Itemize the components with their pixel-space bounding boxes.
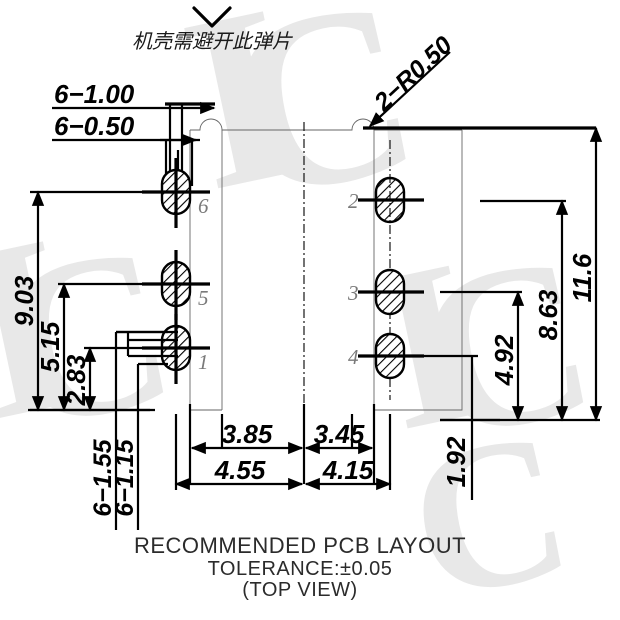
dim-4-15-label: 4.15 [322, 455, 374, 485]
pad-1 [142, 314, 210, 384]
dim-4-92: 4.92 [440, 290, 525, 422]
dim-1-92-label: 1.92 [441, 436, 471, 487]
dim-3-85-label: 3.85 [222, 419, 273, 449]
pad-3-label: 3 [347, 281, 359, 305]
dim-11-6-label: 11.6 [567, 253, 597, 302]
dim-8-63: 8.63 [480, 199, 569, 422]
pad-6-label: 6 [198, 194, 209, 218]
dim-4-55-label: 4.55 [214, 455, 266, 485]
dim-3-85: 3.85 [190, 419, 304, 455]
pad-4-label: 4 [348, 345, 359, 369]
pad-2-label: 2 [348, 189, 359, 213]
chinese-note: 机壳需避开此弹片 [132, 29, 293, 53]
dim-4-55: 4.55 [174, 455, 304, 491]
dim-3-45-label: 3.45 [314, 419, 365, 449]
dim-4-15: 4.15 [304, 455, 392, 491]
dim-11-6: 11.6 [567, 126, 603, 422]
dim-5-15: 5.15 [35, 282, 150, 412]
dim-6-1.55-label: 6−1.55 [89, 438, 117, 516]
svg-text:6−0.50: 6−0.50 [54, 111, 135, 141]
dim-6-1.55: 6−1.55 [89, 330, 168, 530]
pad-3 [358, 268, 424, 316]
dim-5-15-label: 5.15 [35, 321, 65, 372]
dim-2-83-label: 2.83 [61, 354, 91, 406]
pad-6 [142, 158, 210, 228]
pad-1-label: 1 [198, 350, 209, 374]
caption-title: RECOMMENDED PCB LAYOUT [134, 533, 466, 558]
dim-6-1.15-label: 6−1.15 [111, 438, 139, 516]
dim-9-03-label: 9.03 [9, 275, 39, 326]
caption-view: (TOP VIEW) [242, 579, 357, 601]
svg-text:6−1.00: 6−1.00 [54, 79, 135, 109]
pad-4 [358, 332, 424, 380]
caption-tolerance: TOLERANCE:±0.05 [208, 558, 393, 580]
pad-5-label: 5 [198, 286, 209, 310]
dim-4-92-label: 4.92 [489, 334, 519, 386]
dim-6-1.15: 6−1.15 [111, 362, 168, 530]
dim-8-63-label: 8.63 [533, 289, 563, 340]
dim-9-03: 9.03 [9, 190, 150, 412]
callout-6-1.00: 6−1.00 [52, 79, 216, 115]
pad1-feature-bracket [116, 330, 178, 358]
chevron-down-icon [192, 6, 232, 28]
pad-5 [142, 250, 210, 320]
dim-3-45: 3.45 [304, 419, 374, 455]
